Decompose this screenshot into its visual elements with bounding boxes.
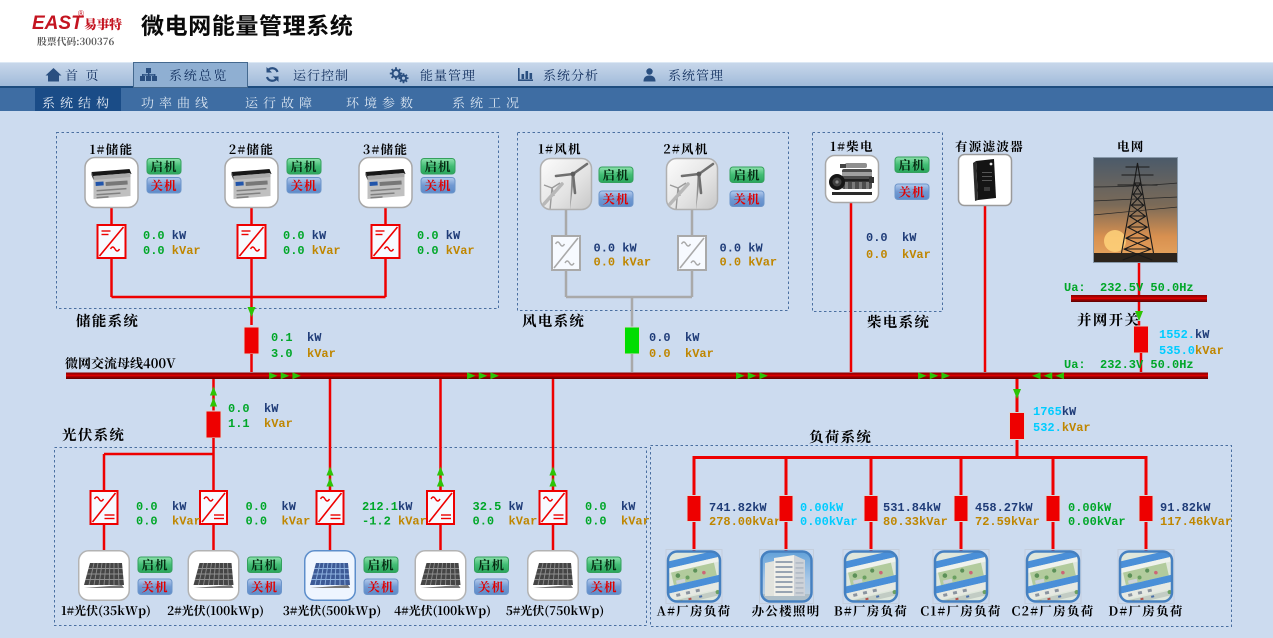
svg-text:531.84kW: 531.84kW xyxy=(883,501,941,515)
svg-text:1552.kW: 1552.kW xyxy=(1159,328,1210,342)
svg-text:0.0 kW: 0.0 kW xyxy=(136,500,187,514)
svg-text:-1.2 kVar: -1.2 kVar xyxy=(362,515,427,529)
svg-text:0.0 kVar: 0.0 kVar xyxy=(594,256,652,270)
svg-text:0.00kVar: 0.00kVar xyxy=(1068,515,1126,529)
svg-text:1765kW: 1765kW xyxy=(1033,405,1077,419)
svg-text:80.33kVar: 80.33kVar xyxy=(883,515,948,529)
svg-text:0.0 kW: 0.0 kW xyxy=(649,331,700,345)
svg-text:0.0 kW: 0.0 kW xyxy=(143,229,187,243)
svg-text:741.82kW: 741.82kW xyxy=(709,501,767,515)
svg-text:0.00kVar: 0.00kVar xyxy=(800,515,858,529)
svg-text:0.0 kW: 0.0 kW xyxy=(417,229,461,243)
svg-text:1.1 kVar: 1.1 kVar xyxy=(228,417,293,431)
svg-text:0.00kW: 0.00kW xyxy=(800,501,844,515)
svg-text:0.0 kVar: 0.0 kVar xyxy=(473,515,538,529)
svg-text:278.00kVar: 278.00kVar xyxy=(709,515,781,529)
svg-text:535.0kVar: 535.0kVar xyxy=(1159,344,1224,358)
svg-text:3.0 kVar: 3.0 kVar xyxy=(271,347,336,361)
svg-text:Ua: 232.3V 50.0Hz: Ua: 232.3V 50.0Hz xyxy=(1064,358,1194,372)
svg-text:458.27kW: 458.27kW xyxy=(975,501,1033,515)
svg-text:0.0 kW: 0.0 kW xyxy=(585,500,636,514)
svg-text:0.0 kVar: 0.0 kVar xyxy=(246,515,311,529)
svg-text:0.0 kVar: 0.0 kVar xyxy=(866,248,931,262)
svg-text:0.0 kVar: 0.0 kVar xyxy=(585,515,650,529)
svg-text:0.0 kVar: 0.0 kVar xyxy=(283,244,341,258)
svg-text:0.0 kW: 0.0 kW xyxy=(283,229,327,243)
svg-text:EAST: EAST xyxy=(32,13,84,34)
svg-text:0.0 kVar: 0.0 kVar xyxy=(136,515,201,529)
svg-text:0.0 kW: 0.0 kW xyxy=(594,242,638,256)
svg-text:0.0 kW: 0.0 kW xyxy=(228,402,279,416)
svg-text:72.59kVar: 72.59kVar xyxy=(975,515,1040,529)
svg-text:0.0 kVar: 0.0 kVar xyxy=(649,347,714,361)
svg-text:91.82kW: 91.82kW xyxy=(1160,501,1211,515)
svg-text:0.0 kW: 0.0 kW xyxy=(246,500,297,514)
svg-text:532.kVar: 532.kVar xyxy=(1033,421,1091,435)
svg-text:Ua: 232.5V 50.0Hz: Ua: 232.5V 50.0Hz xyxy=(1064,281,1194,295)
svg-text:0.0 kVar: 0.0 kVar xyxy=(720,256,778,270)
svg-text:212.1kW: 212.1kW xyxy=(362,500,413,514)
svg-text:0.1 kW: 0.1 kW xyxy=(271,331,322,345)
svg-text:0.0 kVar: 0.0 kVar xyxy=(143,244,201,258)
svg-text:0.0 kVar: 0.0 kVar xyxy=(417,244,475,258)
svg-text:32.5 kW: 32.5 kW xyxy=(473,500,524,514)
svg-text:®: ® xyxy=(78,9,84,18)
svg-text:117.46kVar: 117.46kVar xyxy=(1160,515,1232,529)
svg-text:0.0 kW: 0.0 kW xyxy=(866,231,917,245)
svg-text:0.00kW: 0.00kW xyxy=(1068,501,1112,515)
svg-text:0.0 kW: 0.0 kW xyxy=(720,242,764,256)
